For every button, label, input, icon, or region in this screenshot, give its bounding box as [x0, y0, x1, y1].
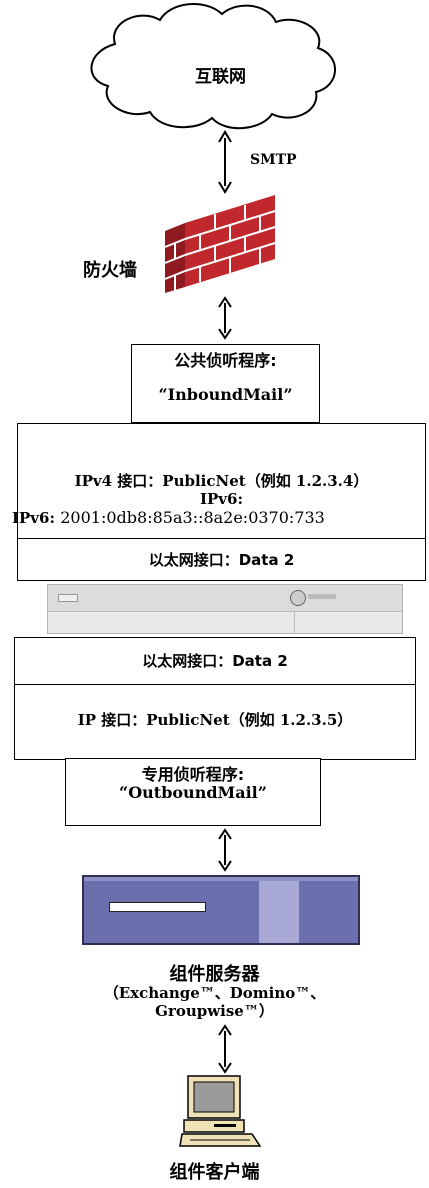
firewall-listener-arrow: [218, 296, 232, 340]
private-interface-label: IP 接口：PublicNet（例如 1.2.3.5）: [77, 711, 353, 729]
server-panel: [259, 881, 299, 943]
server-products-line2: Groupwise™）: [155, 1002, 274, 1020]
ethernet-top-label: 以太网接口：Data 2: [18, 549, 425, 570]
private-listener-box: 专用侦听程序: “OutboundMail”: [65, 758, 321, 826]
public-interface-box: IPv4 接口：PublicNet（例如 1.2.3.4） IPv6: IPv6…: [12, 423, 426, 541]
server-top-edge: [84, 877, 358, 881]
cloud-icon: [90, 2, 336, 130]
appliance-slot: [58, 594, 78, 602]
private-listener-title: 专用侦听程序:: [141, 765, 245, 784]
firewall-label: 防火墙: [83, 260, 137, 281]
public-listener-title: 公共侦听程序:: [174, 351, 277, 370]
public-listener-box: 公共侦听程序: “InboundMail”: [131, 344, 320, 423]
public-interface-ipv4: IPv4 接口：PublicNet（例如 1.2.3.4）: [74, 472, 369, 490]
server-title: 组件服务器: [169, 964, 260, 985]
ethernet-bottom-label: 以太网接口：Data 2: [142, 652, 288, 670]
server-client-arrow: [218, 1024, 232, 1074]
public-listener-name: “InboundMail”: [158, 385, 293, 404]
smtp-label: SMTP: [250, 152, 297, 168]
server-products-line1: （Exchange™、Domino™、: [103, 984, 326, 1002]
server-icon: [82, 875, 360, 945]
client-computer-icon: [179, 1075, 262, 1147]
public-interface-ipv6-title: IPv6:: [200, 490, 243, 508]
appliance-power-icon: [290, 590, 306, 606]
ethernet-bottom-box: 以太网接口：Data 2: [14, 637, 416, 685]
ipv6-prefix: IPv6:: [12, 509, 55, 527]
smtp-arrow: [218, 130, 232, 194]
appliance-icon: [47, 584, 403, 634]
private-listener-name: “OutboundMail”: [119, 783, 267, 802]
server-drive-slot: [109, 902, 206, 912]
listener-server-arrow: [218, 828, 232, 872]
appliance-top-panel: [48, 585, 402, 612]
client-label: 组件客户端: [169, 1162, 260, 1183]
public-interface-ipv6-line: IPv6: 2001:0db8:85a3::8a2e:0370:733: [12, 508, 325, 527]
internet-label: 互联网: [195, 67, 246, 87]
ipv6-value: 2001:0db8:85a3::8a2e:0370:733: [60, 508, 325, 527]
firewall-icon: [164, 195, 276, 293]
ethernet-top-box: 以太网接口：Data 2: [17, 538, 426, 581]
private-interface-box: IP 接口：PublicNet（例如 1.2.3.5）: [14, 684, 416, 760]
appliance-divider: [294, 611, 295, 633]
ethernet-top-text: 以太网接口：Data 2: [148, 551, 295, 569]
appliance-badge: [308, 594, 336, 599]
